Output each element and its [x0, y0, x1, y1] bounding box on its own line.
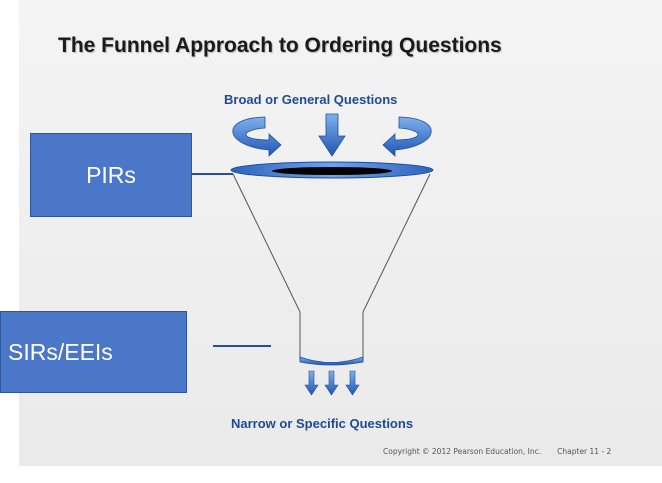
- down-arrow-icon: [304, 370, 319, 396]
- top-caption: Broad or General Questions: [224, 92, 398, 107]
- pirs-label: PIRs: [86, 161, 136, 188]
- slide: The Funnel Approach to Ordering Question…: [19, 0, 662, 466]
- slide-title: The Funnel Approach to Ordering Question…: [58, 34, 502, 57]
- sirs-label: SIRs/EEIs: [8, 338, 113, 365]
- funnel-rim: [230, 161, 434, 179]
- funnel-body: [232, 173, 431, 360]
- funnel-spout: [299, 356, 364, 366]
- down-arrow-icon: [318, 113, 346, 157]
- curved-arrow-left-icon: [232, 116, 282, 157]
- bottom-caption: Narrow or Specific Questions: [231, 416, 414, 431]
- down-arrow-icon: [324, 370, 339, 396]
- footer-chapter: Chapter 11 - 2: [557, 447, 612, 456]
- funnel-diagram: [192, 113, 434, 396]
- footer-copyright: Copyright © 2012 Pearson Education, Inc.: [383, 447, 542, 456]
- down-arrow-icon: [345, 370, 360, 396]
- curved-arrow-right-icon: [382, 116, 432, 157]
- slide-footer: Copyright © 2012 Pearson Education, Inc.…: [383, 447, 611, 456]
- sirs-label-box: SIRs/EEIs: [0, 311, 187, 393]
- pirs-label-box: PIRs: [30, 133, 192, 217]
